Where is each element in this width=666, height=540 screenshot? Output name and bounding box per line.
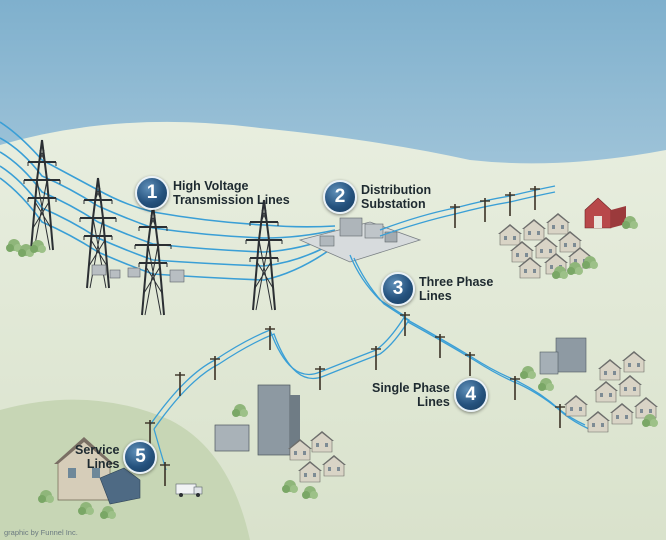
callout-line-1: Service (75, 443, 120, 457)
callout-label: Single Phase Lines (372, 381, 450, 409)
downtown-buildings (214, 384, 347, 499)
callout-number-badge: 2 (323, 180, 357, 214)
callout-single-phase: Single Phase Lines 4 (372, 378, 488, 412)
switchyard (91, 264, 185, 283)
callout-line-2: Transmission Lines (173, 193, 290, 207)
callout-number-badge: 5 (123, 440, 158, 474)
city-district-right (520, 337, 659, 433)
graphic-credit: graphic by Funnel Inc. (4, 528, 78, 537)
callout-line-1: Single Phase (372, 381, 450, 395)
callout-number-badge: 1 (135, 176, 169, 210)
callout-high-voltage: 1 High Voltage Transmission Lines (135, 176, 290, 210)
callout-line-1: High Voltage (173, 179, 249, 193)
utility-truck (175, 483, 203, 497)
callout-line-1: Three Phase (419, 275, 494, 289)
callout-label: High Voltage Transmission Lines (173, 179, 290, 207)
callout-line-1: Distribution (361, 183, 432, 197)
callout-three-phase: 3 Three Phase Lines (381, 272, 493, 306)
callout-line-2: Lines (419, 289, 452, 303)
barn (584, 197, 638, 229)
callout-line-2: Lines (417, 395, 450, 409)
callout-number-badge: 4 (453, 378, 488, 412)
service-house (38, 437, 141, 519)
callout-number-badge: 3 (381, 272, 415, 306)
callout-distribution-substation: 2 Distribution Substation (323, 180, 431, 214)
callout-label: Distribution Substation (361, 183, 431, 211)
callout-line-2: Lines (86, 457, 120, 471)
callout-line-2: Substation (361, 197, 426, 211)
callout-service-lines: Service Lines 5 (75, 440, 158, 474)
callout-label: Service Lines (75, 443, 119, 471)
callout-label: Three Phase Lines (419, 275, 493, 303)
